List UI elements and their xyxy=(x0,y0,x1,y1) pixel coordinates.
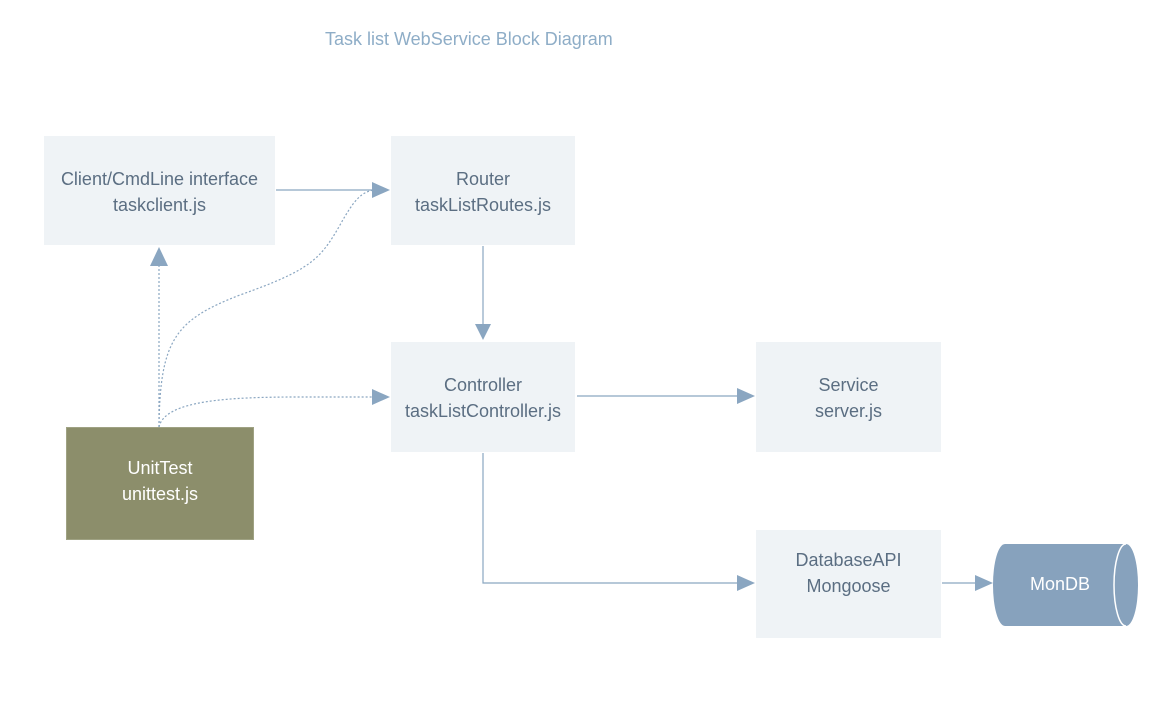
service-node: Service server.js xyxy=(756,342,941,452)
diagram-title: Task list WebService Block Diagram xyxy=(325,29,613,49)
databaseapi-node-title: DatabaseAPI xyxy=(795,550,902,570)
databaseapi-node-library: Mongoose xyxy=(806,576,891,596)
router-node-title: Router xyxy=(455,169,511,189)
controller-node-file: taskListController.js xyxy=(404,401,562,421)
service-node-title: Service xyxy=(818,375,879,395)
edge-unittest-controller xyxy=(158,396,373,428)
router-node-file: taskListRoutes.js xyxy=(414,195,552,215)
arrowhead-service xyxy=(737,388,755,404)
edge-unittest-router xyxy=(158,189,375,428)
client-node: Client/CmdLine interface taskclient.js xyxy=(44,136,275,245)
client-node-file: taskclient.js xyxy=(112,195,207,215)
arrowhead-controller-from-unittest xyxy=(372,389,390,405)
edge-controller-databaseapi xyxy=(482,453,738,584)
databaseapi-node: DatabaseAPI Mongoose xyxy=(756,530,941,638)
unittest-node-title: UnitTest xyxy=(127,457,193,478)
router-node: Router taskListRoutes.js xyxy=(391,136,575,245)
arrowhead-databaseapi xyxy=(737,575,755,591)
mondb-cylinder xyxy=(993,543,1138,627)
controller-node-title: Controller xyxy=(443,375,523,395)
service-node-file: server.js xyxy=(814,401,883,421)
unittest-node: UnitTest unittest.js xyxy=(66,427,254,540)
arrowhead-client-from-unittest xyxy=(150,247,168,266)
arrowhead-controller-from-router xyxy=(475,324,491,340)
unittest-node-file: unittest.js xyxy=(121,483,199,504)
mondb-label: MonDB xyxy=(1029,574,1091,594)
client-node-title: Client/CmdLine interface xyxy=(60,169,259,189)
arrowhead-router-from-client xyxy=(372,182,390,198)
controller-node: Controller taskListController.js xyxy=(391,342,575,452)
arrowhead-mondb xyxy=(975,575,993,591)
